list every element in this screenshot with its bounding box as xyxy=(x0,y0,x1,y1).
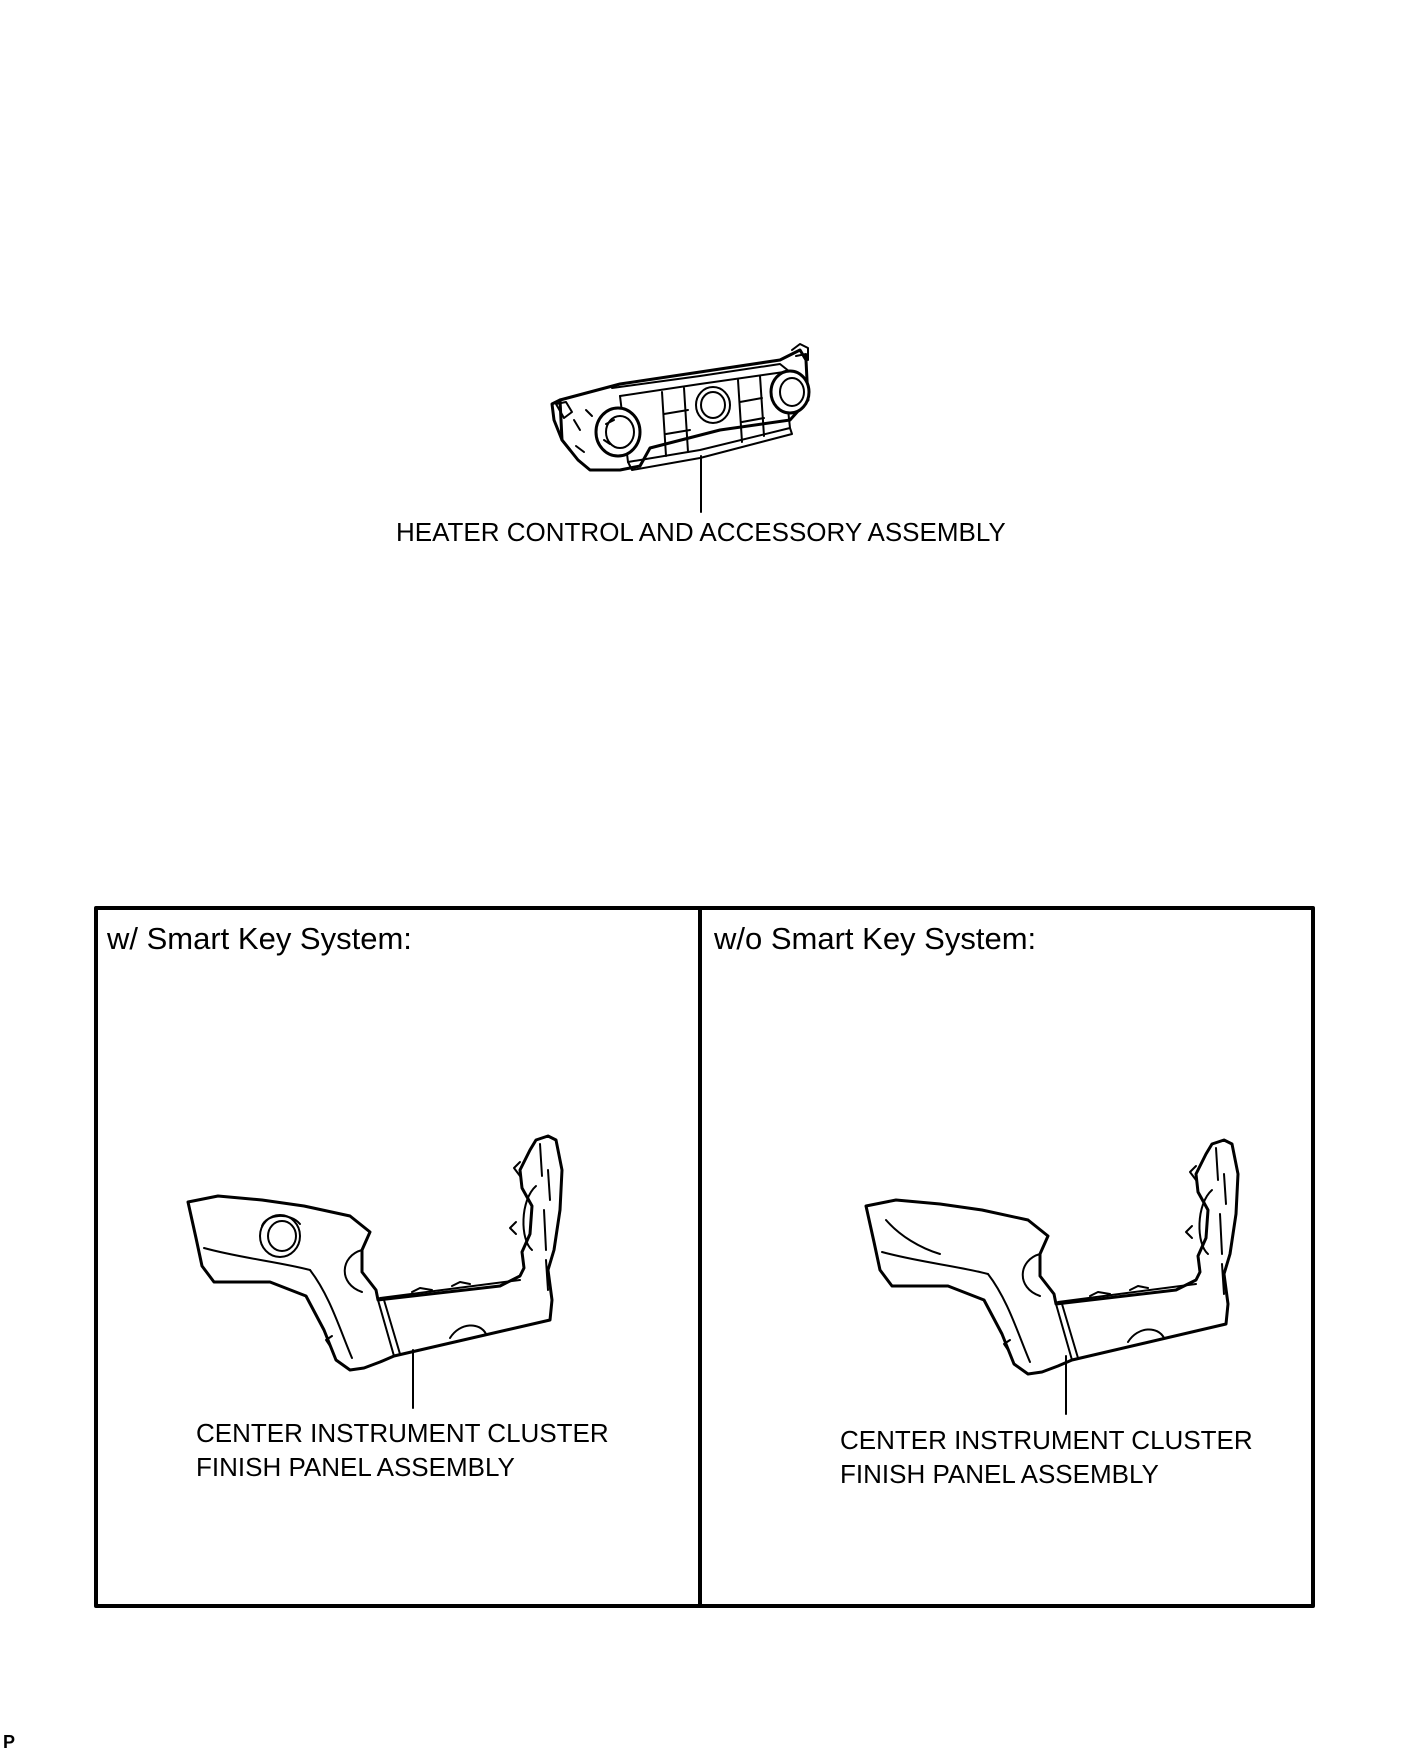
right-finish-panel-label-line1: CENTER INSTRUMENT CLUSTER xyxy=(840,1425,1253,1455)
corner-mark: P xyxy=(3,1732,16,1752)
right-finish-panel-label-line2: FINISH PANEL ASSEMBLY xyxy=(840,1459,1159,1489)
panel-title-without-smart-key: w/o Smart Key System: xyxy=(714,921,1037,956)
heater-control-assembly-drawing xyxy=(550,343,811,472)
finish-panel-with-smart-key-drawing xyxy=(186,1134,564,1372)
panel-title-with-smart-key: w/ Smart Key System: xyxy=(107,921,412,956)
panels-frame xyxy=(94,906,1315,1608)
left-finish-panel-label-line1: CENTER INSTRUMENT CLUSTER xyxy=(196,1418,609,1448)
left-finish-panel-label-line2: FINISH PANEL ASSEMBLY xyxy=(196,1452,515,1482)
heater-control-label: HEATER CONTROL AND ACCESSORY ASSEMBLY xyxy=(396,517,1006,547)
finish-panel-without-smart-key-drawing xyxy=(864,1138,1240,1376)
